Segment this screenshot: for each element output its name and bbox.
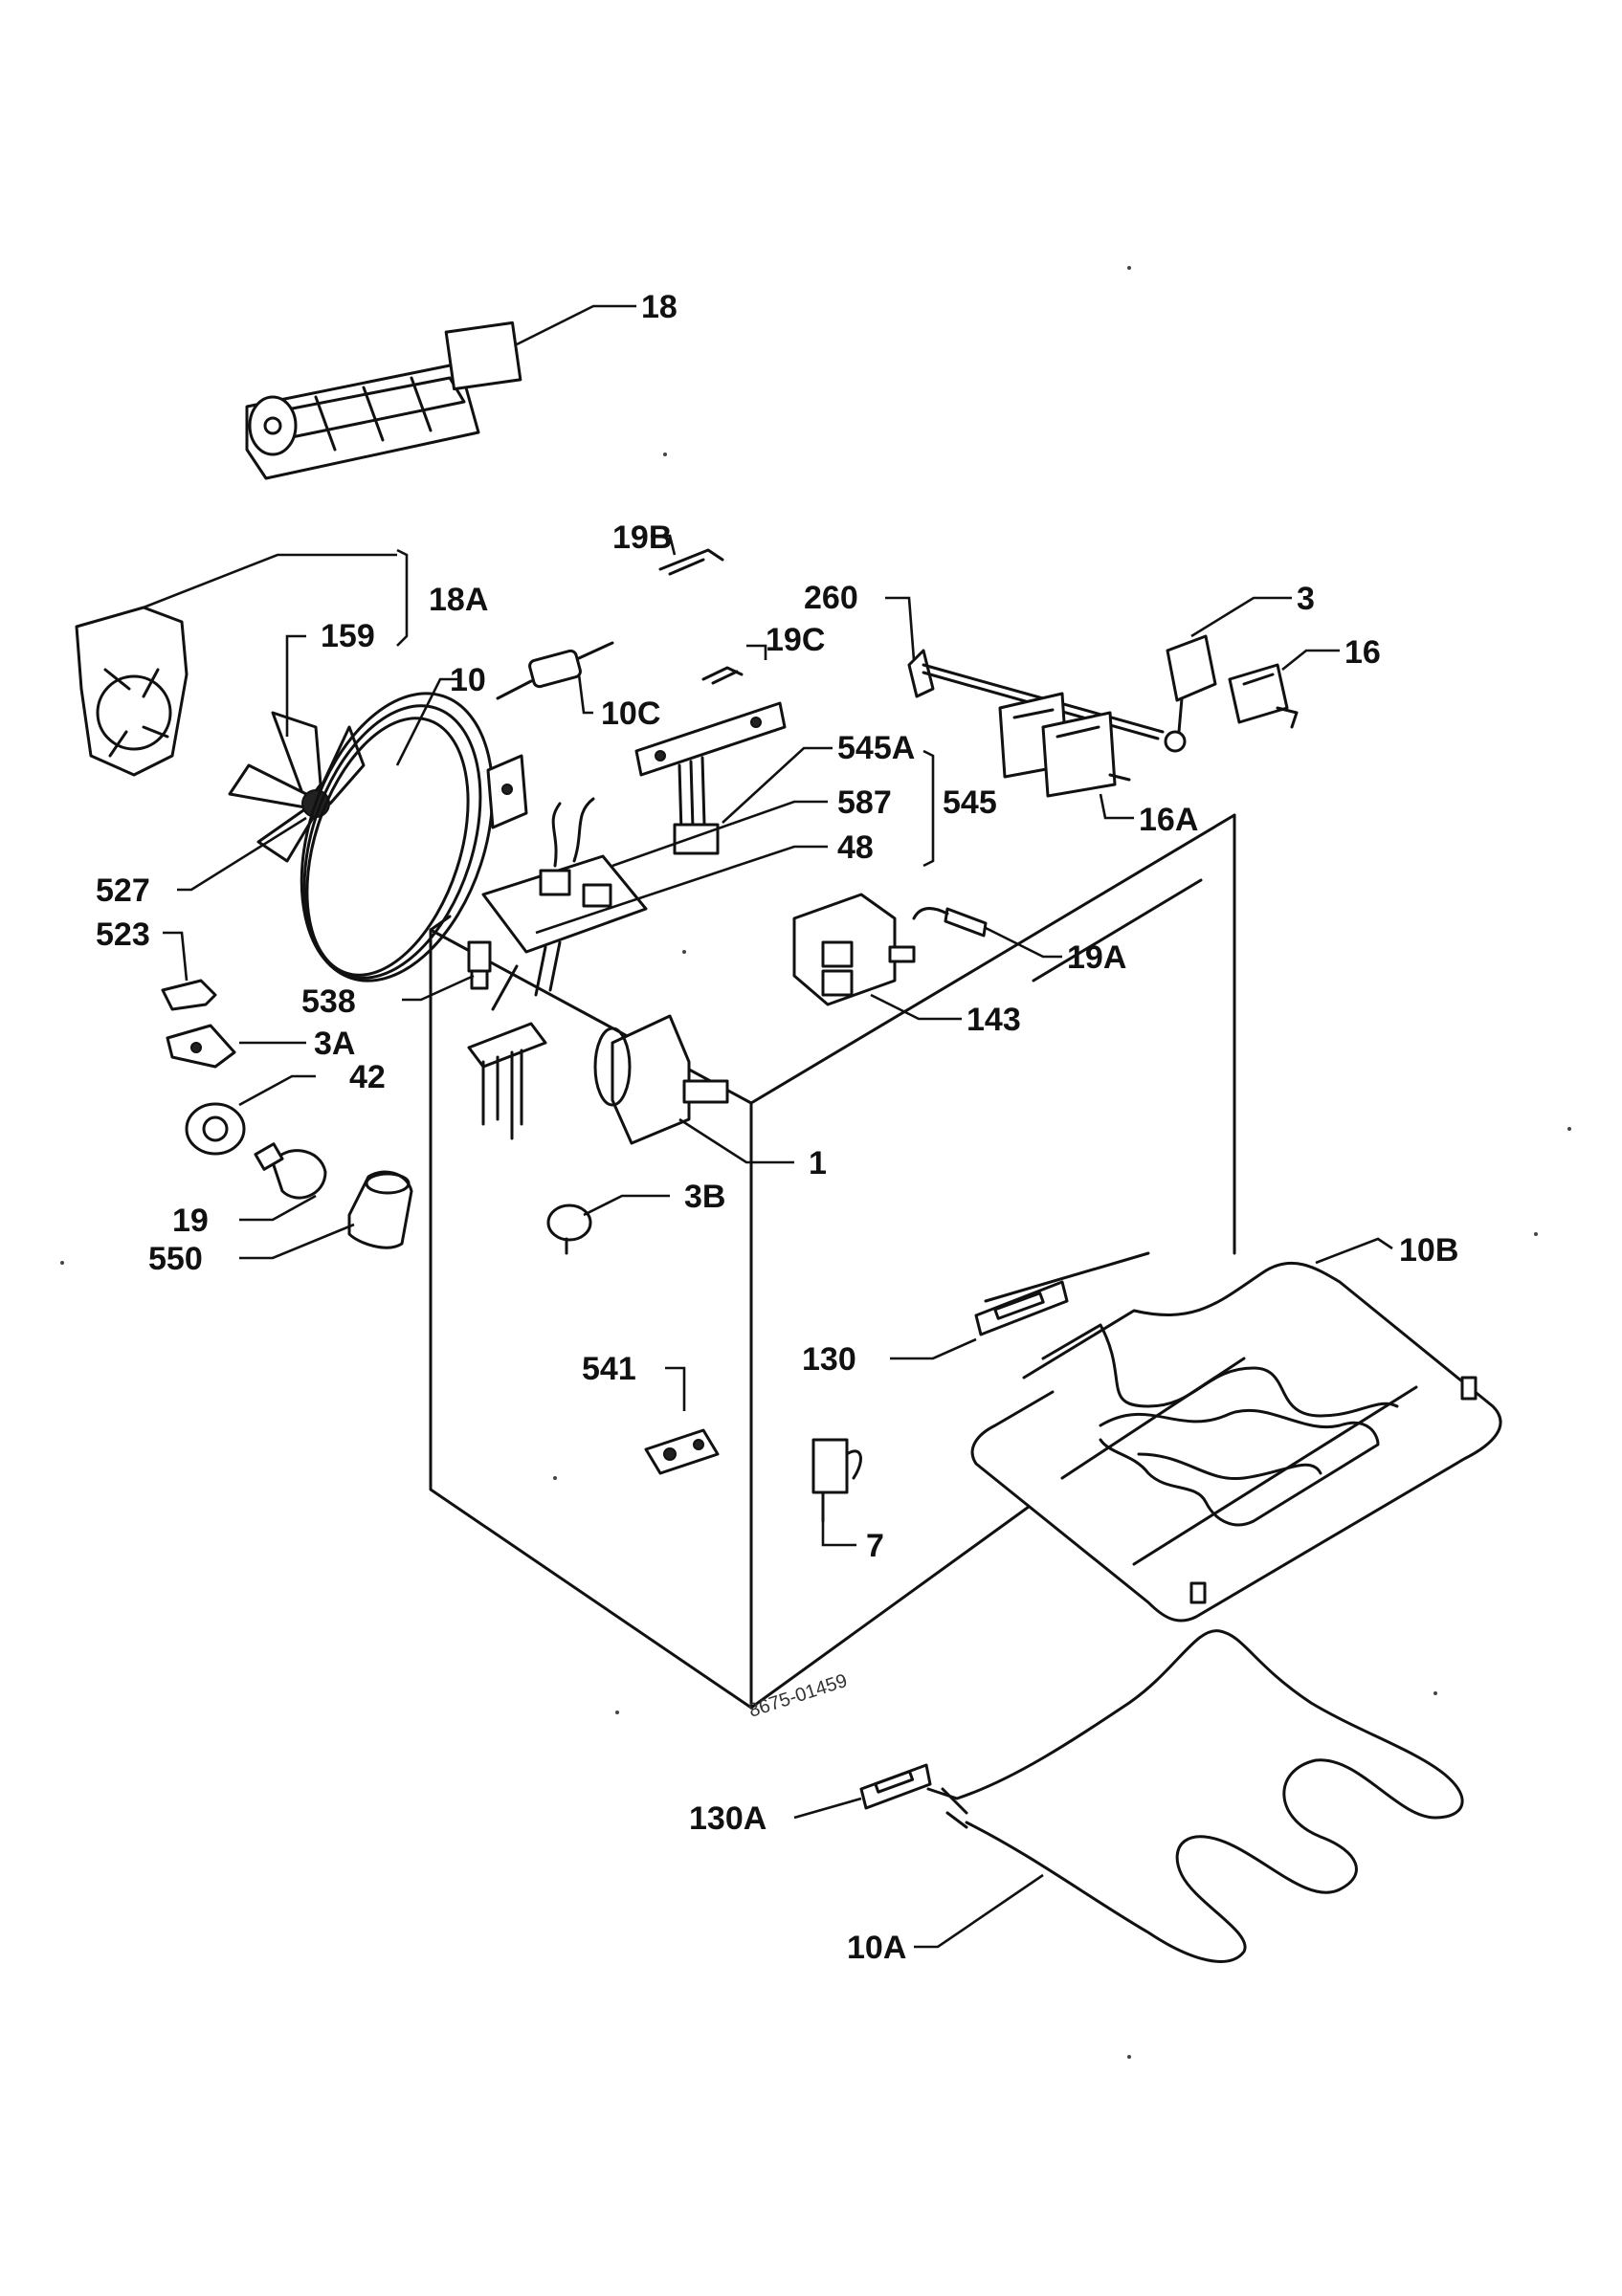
bottom-element-part-10A [926, 1629, 1464, 1963]
callout-19C: 19C [766, 622, 825, 658]
callout-10B: 10B [1399, 1232, 1458, 1269]
mounting-plate-part-130 [974, 1280, 1069, 1336]
tangential-fan-part-18 [245, 320, 522, 480]
callout-16A: 16A [1139, 802, 1198, 838]
callout-159: 159 [321, 618, 375, 654]
clip-part-523 [161, 979, 217, 1011]
callout-19A: 19A [1067, 939, 1126, 976]
drawing-number-stamp: 8675-01459 [746, 1670, 850, 1722]
callout-545A: 545A [837, 730, 915, 766]
callout-18A: 18A [429, 582, 488, 618]
switch-part-3 [1164, 634, 1217, 753]
callout-545: 545 [943, 784, 997, 821]
scan-specks [60, 266, 1571, 2059]
callout-1: 1 [809, 1145, 827, 1181]
wire-clip-part-19C [701, 666, 744, 685]
callout-538: 538 [301, 983, 356, 1020]
callout-523: 523 [96, 916, 150, 953]
resistor-part-10C [496, 641, 614, 700]
callout-527: 527 [96, 872, 150, 909]
switch-block-part-16A [998, 692, 1131, 798]
callout-587: 587 [837, 784, 892, 821]
probe-part-19A [912, 907, 988, 938]
thermal-cutout-part-541 [644, 1428, 720, 1475]
callout-3: 3 [1297, 581, 1315, 617]
callout-130A: 130A [689, 1800, 767, 1837]
callout-7: 7 [866, 1528, 884, 1564]
callout-550: 550 [148, 1241, 203, 1277]
terminal-block [467, 1022, 547, 1140]
circuit-board-part-587 [481, 797, 648, 954]
lamp-socket-part-42 [185, 1102, 246, 1156]
callout-10: 10 [450, 662, 486, 698]
callout-541: 541 [582, 1351, 636, 1387]
mounting-plate-part-130A [859, 1763, 932, 1810]
fan-blade-part-159 [228, 711, 366, 863]
callout-10A: 10A [847, 1930, 906, 1966]
lamp-cover-part-550 [347, 1170, 413, 1249]
callout-260: 260 [804, 580, 858, 616]
wiring-part-48 [491, 940, 562, 1011]
thermostat-part-16 [1228, 663, 1299, 729]
selector-switch-part-143 [792, 893, 916, 1006]
callout-19: 19 [172, 1203, 209, 1239]
grill-element-part-10B [970, 1251, 1502, 1623]
callout-130: 130 [802, 1341, 856, 1378]
fan-motor-housing-part-18A [75, 606, 189, 777]
lamp-bulb-part-19 [254, 1142, 327, 1200]
timer-part-1 [593, 1014, 729, 1145]
callout-labels: 18 18A 159 10 19B 10C 19C 260 3 16 545A … [96, 289, 1458, 1966]
bracket-part-3A [166, 1024, 236, 1069]
callout-3A: 3A [314, 1026, 355, 1062]
circular-heating-element-part-10 [300, 692, 528, 982]
lamp-holder-part-538 [467, 940, 492, 990]
callout-143: 143 [967, 1002, 1021, 1038]
callout-42: 42 [349, 1059, 386, 1095]
callout-16: 16 [1344, 634, 1381, 671]
leader-lines [143, 304, 1393, 1949]
callout-10C: 10C [601, 695, 660, 732]
callout-3B: 3B [684, 1179, 725, 1215]
callout-18: 18 [641, 289, 678, 325]
callout-48: 48 [837, 829, 874, 866]
door-switch-part-7 [811, 1438, 862, 1523]
callout-19B: 19B [612, 519, 672, 556]
thermostat-part-3B [546, 1203, 592, 1255]
wire-clip-part-19B [658, 548, 724, 576]
connector-strip-part-545A [634, 701, 787, 855]
